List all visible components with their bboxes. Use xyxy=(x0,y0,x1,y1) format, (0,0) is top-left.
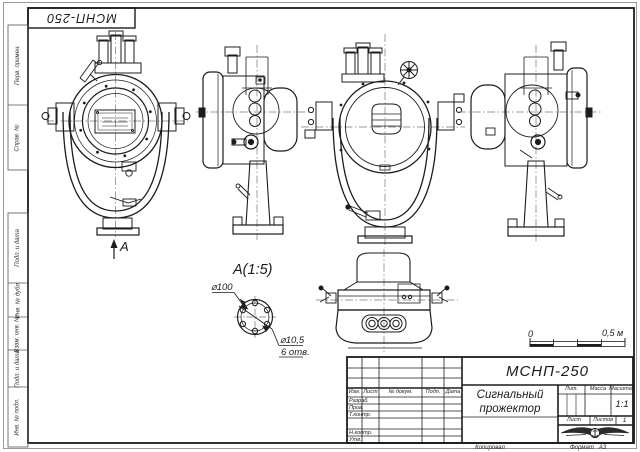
lit-header: Лит. xyxy=(565,386,578,393)
dim-hole-count-text: 6 отв. xyxy=(281,347,310,358)
row-prov: Пров. xyxy=(349,404,364,411)
scale-bar-end: 0,5 м xyxy=(602,328,624,338)
detail-label: А(1:5) xyxy=(233,262,273,278)
dim-hole-text: ⌀10,5 xyxy=(280,335,305,346)
scale-header: Масштаб xyxy=(609,386,635,393)
row-tkontr: Т.контр. xyxy=(349,411,372,418)
manufacturer-logo-icon xyxy=(560,427,630,439)
col-list: Лист xyxy=(363,389,378,396)
sheet-label: Лист xyxy=(566,417,582,424)
view-front xyxy=(301,34,465,248)
footer-format-label: Формат xyxy=(570,444,594,451)
gost-column-inv-podl: Инв. № подл. xyxy=(15,398,22,436)
mass-header: Масса xyxy=(589,386,607,393)
title-block-grid xyxy=(346,356,634,444)
gost-column-perv-primen: Перв. примен. xyxy=(15,45,22,85)
view-base-a xyxy=(316,249,458,352)
sheet-frame xyxy=(3,2,637,449)
doc-title-line2: прожектор xyxy=(479,403,541,415)
dim-leader-outer xyxy=(212,292,246,306)
corner-stamp: МСНП-250 xyxy=(46,11,117,26)
gost-column-podp-data-1: Подп. и дата xyxy=(15,229,21,267)
doc-title: Сигнальный прожектор xyxy=(462,388,558,416)
row-nkontr: Н.контр. xyxy=(349,429,373,436)
col-data: Дата xyxy=(445,389,461,396)
sheets-label: Листов xyxy=(592,417,614,424)
handwheel xyxy=(397,61,418,86)
nameplate xyxy=(94,109,136,134)
scale-value: 1:1 xyxy=(615,399,629,411)
footer-format: Формат А3 xyxy=(570,445,606,451)
dim-leader-holes xyxy=(238,303,303,358)
view-side-right xyxy=(458,41,601,242)
col-doc: № докум. xyxy=(388,389,413,396)
view-rear xyxy=(41,30,191,259)
scale-bar-start: 0 xyxy=(528,329,534,339)
gost-column-inv-dubl: Инв. № дубл. xyxy=(15,281,21,319)
view-direction-arrow xyxy=(110,239,118,259)
col-podp: Подп. xyxy=(425,389,441,396)
row-utv: Утв. xyxy=(349,436,362,443)
detail-a xyxy=(212,292,303,358)
sheets-value: 1 xyxy=(622,416,627,424)
footer-format-value: А3 xyxy=(598,444,607,451)
row-razrab: Разраб. xyxy=(349,397,369,404)
dim-outer-text: ⌀100 xyxy=(211,282,233,293)
doc-title-line1: Сигнальный xyxy=(476,389,544,401)
gost-column-podp-data-2: Подп. и дата xyxy=(15,349,21,388)
gost-column-vzam-inv: Взам. инв. № xyxy=(15,314,21,353)
doc-number: МСНП-250 xyxy=(505,362,590,380)
view-side-left xyxy=(196,45,313,240)
view-arrow-label: А xyxy=(120,239,129,254)
scale-bar xyxy=(529,338,626,347)
gost-column-sprav-no: Справ. № xyxy=(15,123,21,152)
col-izm: Изм. xyxy=(348,389,361,396)
footer-copy: Копировал xyxy=(475,445,505,451)
